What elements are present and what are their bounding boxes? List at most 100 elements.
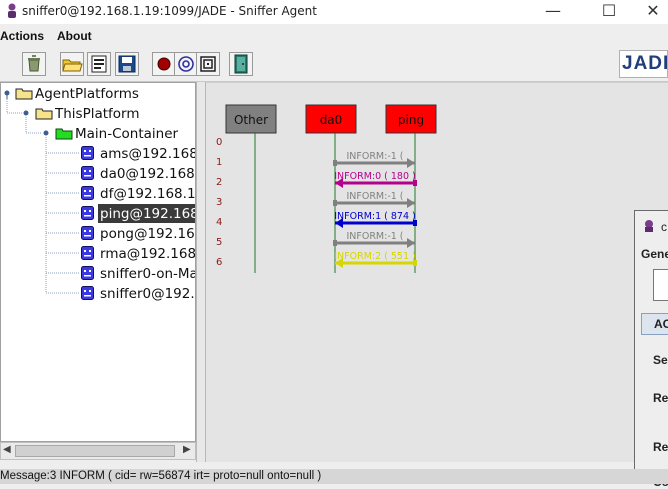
- exit-icon: [234, 54, 248, 74]
- at-sign-icon: [178, 56, 194, 72]
- write-text-button[interactable]: [87, 52, 111, 76]
- open-file-icon: [62, 59, 83, 72]
- tree-agent-row[interactable]: pong@192.168: [79, 224, 196, 244]
- title-bar: [0, 0, 668, 24]
- split-pane-divider[interactable]: [196, 82, 206, 462]
- agent-face-icon: [81, 206, 94, 220]
- row-number: 6: [216, 257, 222, 268]
- scroll-thumb[interactable]: [15, 445, 175, 457]
- agent-face-icon: [81, 166, 94, 180]
- message-arrow-tail: [413, 220, 417, 226]
- dialog-field[interactable]: [653, 269, 668, 301]
- dialog-general-label: Gene: [641, 247, 668, 261]
- tree-agent-row[interactable]: ams@192.168: [79, 144, 196, 164]
- row-number: 1: [216, 157, 222, 168]
- scroll-left-icon[interactable]: ◀: [3, 444, 11, 455]
- row-number: 0: [216, 137, 222, 148]
- status-bar: [0, 469, 668, 484]
- folder-icon: [35, 108, 53, 120]
- tree-agent-row-selected[interactable]: ping@192.168: [79, 204, 195, 224]
- message-arrow-head: [407, 158, 415, 168]
- dialog-title: c: [661, 220, 667, 234]
- message-arrow-tail: [333, 240, 337, 246]
- scroll-right-icon[interactable]: ▶: [183, 444, 191, 455]
- open-file-button[interactable]: [60, 52, 84, 76]
- write-text-icon: [91, 55, 107, 73]
- message-arrow-head: [335, 258, 343, 268]
- message-arrow-head: [335, 178, 343, 188]
- message-label[interactable]: INFORM:1 ( 874 ): [334, 211, 416, 222]
- tree-agent-row[interactable]: sniffer0@192.1: [79, 284, 195, 304]
- tree-agent-label: da0@192.168.: [100, 166, 196, 182]
- maximize-button[interactable]: ☐: [586, 0, 632, 24]
- message-arrow-tail: [413, 260, 417, 266]
- agent-box[interactable]: [305, 104, 357, 134]
- tree-agent-row[interactable]: da0@192.168.: [79, 164, 196, 184]
- filter-button[interactable]: [174, 52, 198, 76]
- minimize-icon: —: [545, 1, 561, 20]
- record-icon: [157, 57, 171, 71]
- tree-agent-row[interactable]: sniffer0-on-Ma: [79, 264, 196, 284]
- menu-about[interactable]: About: [57, 29, 92, 43]
- agent-face-icon: [81, 226, 94, 240]
- message-arrow-tail: [333, 160, 337, 166]
- message-label[interactable]: INFORM:2 ( 551 ): [334, 251, 416, 262]
- message-label[interactable]: INFORM:-1 (: [346, 231, 403, 242]
- tree-connectors: [4, 90, 79, 294]
- clear-canvas-button[interactable]: [22, 52, 46, 76]
- dialog-field-label: Re: [653, 391, 668, 405]
- tree-agent-row[interactable]: rma@192.168.: [79, 244, 196, 264]
- jade-logo-text: JADE: [622, 53, 667, 74]
- row-number: 3: [216, 197, 222, 208]
- row-number: 5: [216, 237, 222, 248]
- message-arrow-tail: [333, 200, 337, 206]
- tree-agent-label: ping@192.168: [98, 204, 195, 223]
- message-arrow-tail: [413, 180, 417, 186]
- tree-agent-row[interactable]: df@192.168.1.: [79, 184, 196, 204]
- agent-tree[interactable]: AgentPlatforms ThisPlatform Main-Contain…: [0, 82, 196, 442]
- agent-box-label: da0: [320, 113, 343, 127]
- tree-label-root: AgentPlatforms: [35, 86, 139, 102]
- agent-box-label: Other: [234, 113, 268, 127]
- tree-agent-label: df@192.168.1.: [100, 186, 196, 202]
- close-icon: ✕: [646, 1, 660, 20]
- tree-agent-label: pong@192.168: [100, 226, 196, 242]
- message-dialog[interactable]: c Gene AC Se Re Re Co: [634, 210, 668, 489]
- message-label[interactable]: INFORM:0 ( 180 ): [334, 171, 416, 182]
- tree-agent-label: sniffer0-on-Ma: [100, 266, 196, 282]
- tree-horizontal-scrollbar[interactable]: ◀ ▶: [0, 442, 196, 460]
- record-button[interactable]: [152, 52, 176, 76]
- message-label[interactable]: INFORM:-1 (: [346, 191, 403, 202]
- agent-box[interactable]: [385, 104, 437, 134]
- agent-face-icon: [81, 246, 94, 260]
- jade-agent-icon: [8, 3, 16, 18]
- exit-button[interactable]: [229, 52, 253, 76]
- close-button[interactable]: ✕: [630, 0, 668, 24]
- display-log-button[interactable]: [196, 52, 220, 76]
- message-label[interactable]: INFORM:-1 (: [346, 151, 403, 162]
- message-arrow-head: [407, 198, 415, 208]
- tree-label-container: Main-Container: [75, 126, 179, 142]
- tree-agent-label: rma@192.168.: [100, 246, 196, 262]
- agent-face-icon: [81, 286, 94, 300]
- save-icon: [118, 55, 136, 73]
- tree-label-platform: ThisPlatform: [55, 106, 140, 122]
- dialog-tab[interactable]: AC: [641, 313, 668, 335]
- display-log-icon: [200, 56, 216, 72]
- maximize-icon: ☐: [601, 1, 617, 20]
- agent-box[interactable]: [225, 104, 277, 134]
- dialog-agent-icon: [645, 220, 653, 232]
- dialog-field-label: Re: [653, 440, 668, 454]
- menu-bar: [0, 24, 668, 48]
- minimize-button[interactable]: —: [530, 0, 576, 24]
- menu-actions[interactable]: Actions: [0, 29, 45, 43]
- clear-canvas-icon: [28, 55, 40, 72]
- window-title: sniffer0@192.168.1.19:1099/JADE - Sniffe…: [22, 4, 317, 18]
- toolbar: [0, 48, 668, 82]
- container-folder-icon: [55, 128, 73, 140]
- message-arrow-head: [335, 218, 343, 228]
- tree-agent-label: ams@192.168: [100, 146, 196, 162]
- save-button[interactable]: [115, 52, 139, 76]
